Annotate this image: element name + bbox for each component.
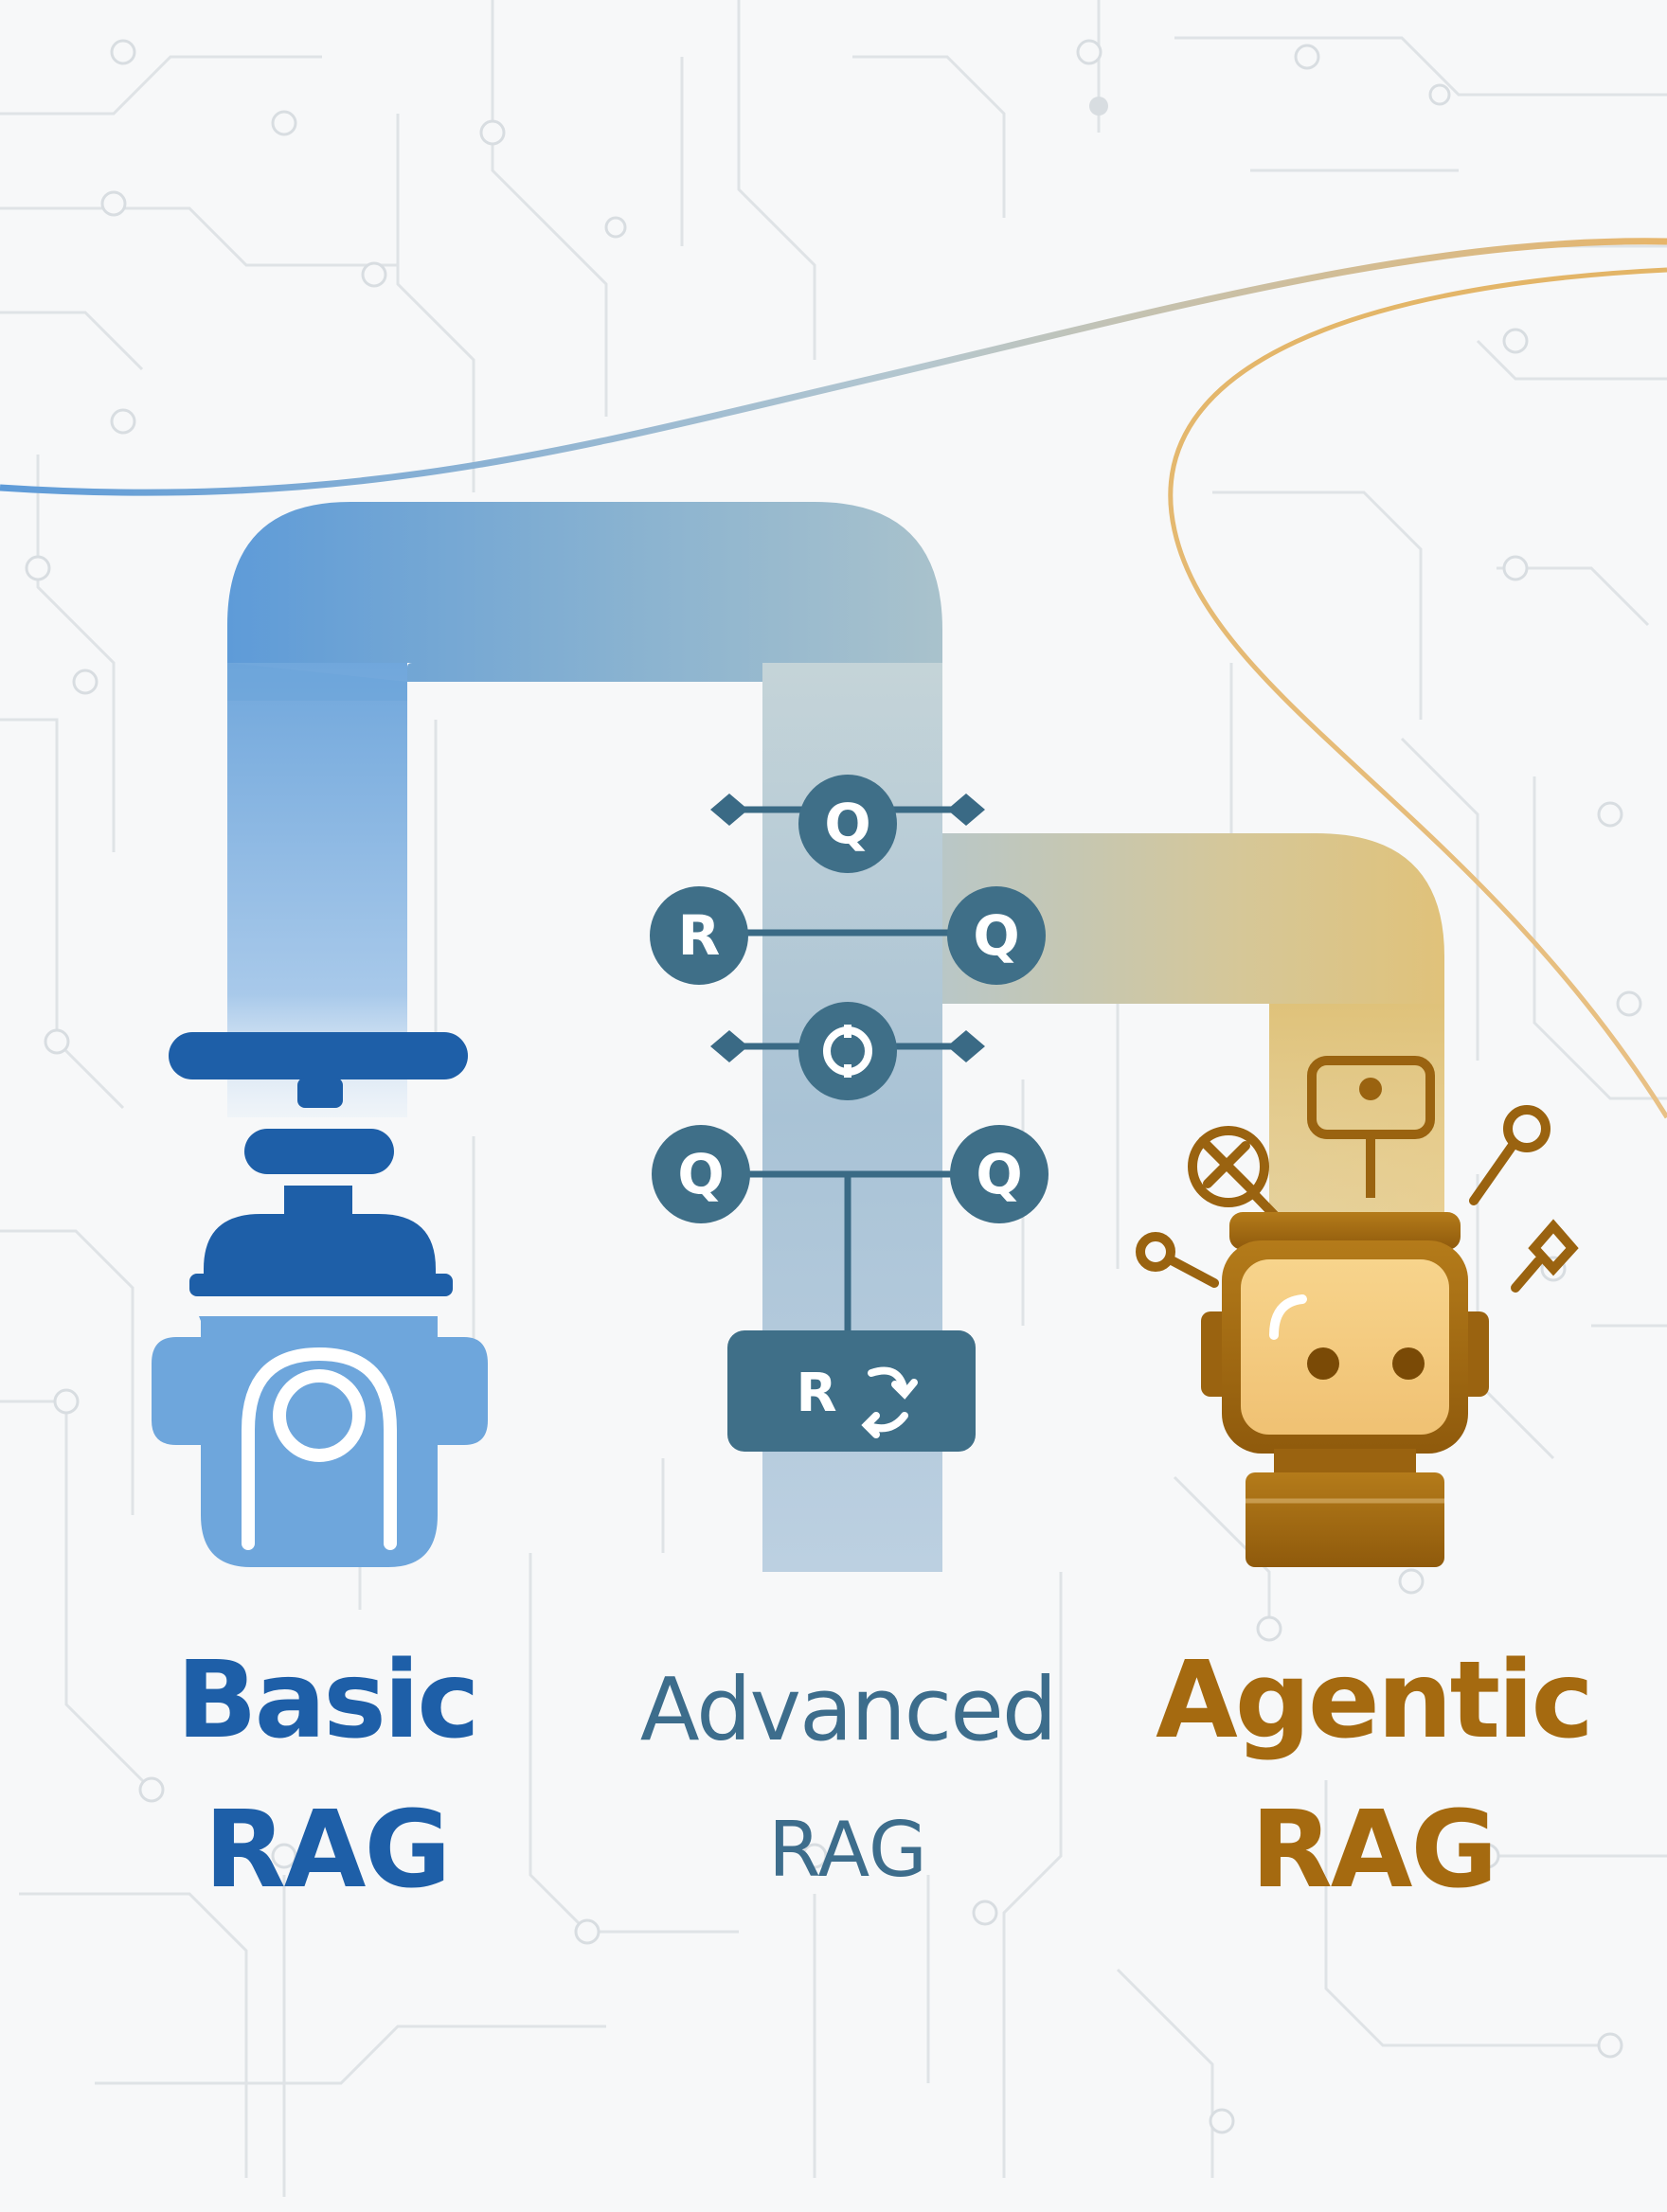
basic-rag-label: Basic RAG [133,1648,521,1903]
node-q-right: Q [973,903,1019,968]
node-q-right-lower: Q [976,1142,1022,1206]
robot-agent-icon [1136,1056,1579,1567]
agentic-rag-title: Agentic [1156,1639,1594,1762]
flow-wire-gold [1168,267,1667,1119]
box-r-label: R [796,1363,836,1424]
basic-rag-subtitle: RAG [204,1789,452,1912]
basic-rag-title: Basic [176,1639,479,1762]
advanced-rag-title: Advanced [639,1659,1057,1760]
circuit-dot [1089,97,1108,116]
node-q-left-lower: Q [677,1142,724,1206]
flow-wire-main [0,238,1667,496]
reload-icon [823,1025,872,1078]
circuit-nodes [25,39,1642,2134]
advanced-rag-subtitle: RAG [768,1806,927,1894]
agentic-rag-subtitle: RAG [1250,1789,1498,1912]
node-r-left: R [678,903,721,968]
refresh-icon [861,1366,918,1438]
advanced-rag-label: Advanced RAG [606,1667,1089,1888]
agentic-rag-label: Agentic RAG [1156,1639,1594,1912]
query-network-icon: Q R Q Q Q R [650,775,1049,1452]
valve-icon [152,1032,488,1567]
node-q-top: Q [824,792,870,856]
